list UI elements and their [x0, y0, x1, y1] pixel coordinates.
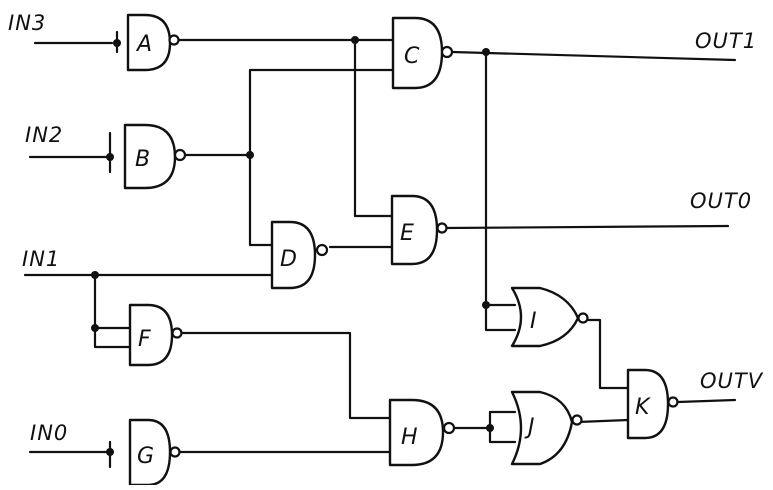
junction-dot [106, 153, 114, 161]
output-label-outv: OUTV [700, 369, 764, 393]
inverter-bubble [173, 148, 187, 162]
wire-in1-to-f-a [93, 273, 132, 330]
wire-b-to-c [248, 68, 397, 157]
gate-label-h: H [401, 425, 418, 450]
inverter-bubble [571, 414, 583, 426]
wire-a-to-e [353, 38, 397, 218]
inverter-bubble [171, 327, 183, 339]
inverter-bubble [436, 222, 448, 234]
inverter-bubble [168, 34, 180, 46]
gate-label-e: E [400, 221, 414, 246]
inverter-bubble [169, 446, 181, 458]
junction-dot [91, 324, 99, 332]
wire-h-to-j-b [488, 426, 517, 444]
output-label-out1: OUT1 [695, 29, 757, 53]
junction-dot [113, 39, 121, 47]
wire-j-to-k [576, 418, 630, 424]
gate-label-b: B [135, 147, 150, 172]
inverter-bubble [442, 421, 456, 435]
gate-a: A [126, 13, 180, 72]
input-label-in3: IN3 [8, 11, 46, 35]
wire-h-to-j-a [453, 410, 517, 430]
wire-c-to-i-b [484, 303, 517, 332]
inverter-bubble [440, 45, 454, 59]
junction-dot [91, 271, 99, 279]
gate-h: H [388, 398, 456, 467]
gate-f: F [128, 303, 183, 367]
wire-c-to-out1 [450, 50, 737, 62]
gate-label-i: I [530, 309, 537, 334]
wire-e-to-out0 [443, 224, 730, 230]
gate-b: B [123, 123, 187, 190]
input-label-in1: IN1 [22, 247, 60, 271]
gate-label-j: J [524, 415, 535, 440]
input-label-in2: IN2 [25, 123, 63, 147]
wire-k-to-outv [676, 398, 737, 404]
gate-label-a: A [135, 32, 152, 57]
gate-label-g: G [137, 444, 154, 469]
wire-f-to-h [180, 331, 394, 420]
wire-i-to-k [583, 318, 630, 390]
junctions [91, 36, 494, 456]
gate-j: J [510, 390, 583, 466]
junction-dot [482, 301, 490, 309]
junction-dot [482, 48, 490, 56]
gate-k: K [626, 368, 679, 440]
gate-label-c: C [404, 44, 420, 69]
gate-d: D [270, 220, 329, 290]
wires [23, 30, 737, 469]
wire-in1-to-f-b [93, 326, 132, 349]
junction-dot [246, 151, 254, 159]
input-label-in0: IN0 [30, 421, 68, 445]
gate-c: C [391, 16, 454, 90]
io-labels: IN3 IN2 IN1 IN0 OUT1 OUT0 OUTV [8, 11, 764, 445]
gate-label-k: K [635, 395, 651, 420]
inverter-bubble [315, 243, 329, 257]
junction-dot [351, 36, 359, 44]
output-label-out0: OUT0 [690, 189, 752, 213]
inverter-bubble [667, 396, 679, 408]
wire-c-to-i [484, 50, 517, 307]
junction-dot [486, 424, 494, 432]
gate-label-f: F [138, 327, 151, 352]
gate-g: G [128, 418, 181, 487]
junction-dot [106, 448, 114, 456]
wire-b-to-d [248, 153, 282, 247]
gate-label-d: D [280, 247, 297, 272]
gate-e: E [390, 194, 448, 266]
inverter-bubble [577, 312, 589, 324]
gate-i: I [510, 286, 589, 348]
